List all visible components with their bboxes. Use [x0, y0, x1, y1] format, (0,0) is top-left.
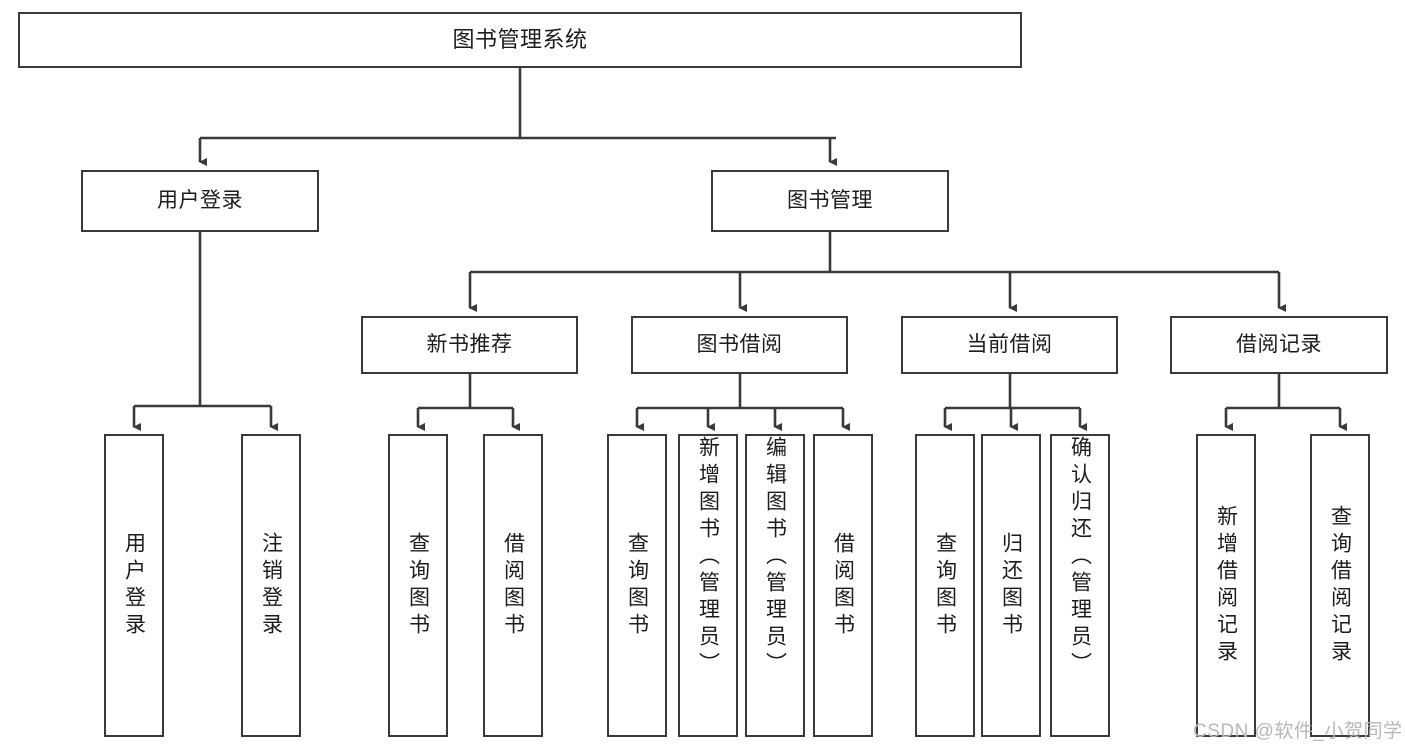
- leaf-query-book-recommend[interactable]: 查询图书: [388, 434, 448, 737]
- leaf-borrow-book-recommend[interactable]: 借阅图书: [483, 434, 543, 737]
- leaf-add-book-admin-label: 新增图书（管理员）: [696, 436, 720, 679]
- leaf-borrow-book[interactable]: 借阅图书: [813, 434, 873, 737]
- node-borrow-record[interactable]: 借阅记录: [1170, 316, 1388, 374]
- leaf-return-book-label: 归还图书: [999, 531, 1023, 640]
- node-borrow-record-label: 借阅记录: [1236, 332, 1322, 356]
- leaf-return-book[interactable]: 归还图书: [981, 434, 1041, 737]
- leaf-query-book-recommend-label: 查询图书: [406, 531, 430, 640]
- node-book-borrow-label: 图书借阅: [696, 332, 783, 356]
- node-book-borrow[interactable]: 图书借阅: [631, 316, 848, 374]
- leaf-borrow-book-label: 借阅图书: [831, 531, 855, 640]
- leaf-borrow-book-recommend-label: 借阅图书: [501, 531, 525, 640]
- leaf-confirm-return-admin-label: 确认归还（管理员）: [1068, 436, 1092, 679]
- node-root[interactable]: 图书管理系统: [18, 12, 1022, 68]
- leaf-add-borrow-record-label: 新增借阅记录: [1214, 504, 1238, 667]
- leaf-query-book[interactable]: 查询图书: [607, 434, 667, 737]
- node-user-login[interactable]: 用户登录: [81, 170, 319, 232]
- leaf-query-borrow-record[interactable]: 查询借阅记录: [1310, 434, 1370, 737]
- leaf-confirm-return-admin[interactable]: 确认归还（管理员）: [1050, 434, 1110, 737]
- node-root-label: 图书管理系统: [452, 27, 588, 53]
- node-book-management[interactable]: 图书管理: [711, 170, 949, 232]
- leaf-add-book-admin[interactable]: 新增图书（管理员）: [678, 434, 738, 737]
- leaf-user-login-label: 用户登录: [122, 531, 146, 640]
- leaf-query-borrow-record-label: 查询借阅记录: [1328, 504, 1352, 667]
- leaf-edit-book-admin-label: 编辑图书（管理员）: [763, 436, 787, 679]
- node-user-login-label: 用户登录: [157, 188, 243, 212]
- leaf-query-book-current[interactable]: 查询图书: [915, 434, 975, 737]
- leaf-query-book-current-label: 查询图书: [933, 531, 957, 640]
- leaf-add-borrow-record[interactable]: 新增借阅记录: [1196, 434, 1256, 737]
- node-new-book-recommend-label: 新书推荐: [426, 332, 513, 356]
- leaf-user-logout[interactable]: 注销登录: [241, 434, 301, 737]
- leaf-user-logout-label: 注销登录: [259, 531, 283, 640]
- leaf-user-login[interactable]: 用户登录: [104, 434, 164, 737]
- leaf-edit-book-admin[interactable]: 编辑图书（管理员）: [745, 434, 805, 737]
- node-current-borrow-label: 当前借阅: [966, 332, 1053, 356]
- csdn-watermark: CSDN @软件_小贺同学: [1193, 721, 1403, 742]
- node-current-borrow[interactable]: 当前借阅: [901, 316, 1118, 374]
- leaf-query-book-label: 查询图书: [625, 531, 649, 640]
- node-new-book-recommend[interactable]: 新书推荐: [361, 316, 578, 374]
- node-book-management-label: 图书管理: [787, 188, 873, 212]
